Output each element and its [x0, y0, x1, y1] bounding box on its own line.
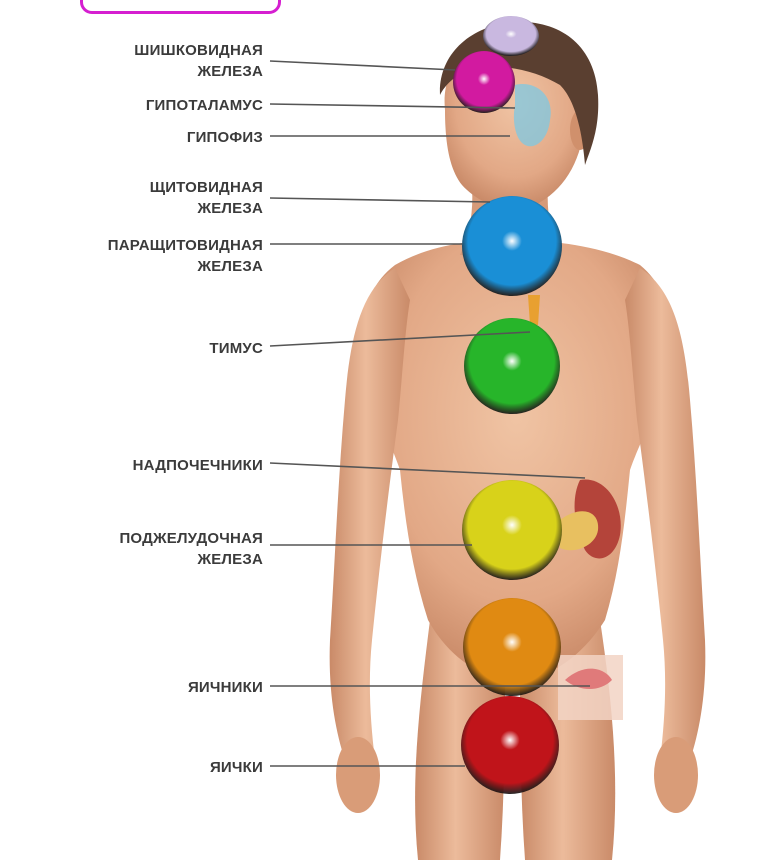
- label-line: ГИПОФИЗ: [187, 127, 263, 148]
- label-line: ЯИЧКИ: [210, 757, 263, 778]
- label-line: ПОДЖЕЛУДОЧНАЯ: [119, 528, 263, 549]
- label-line: ГИПОТАЛАМУС: [146, 95, 263, 116]
- crown-chakra-orb: [483, 16, 539, 56]
- label-line: НАДПОЧЕЧНИКИ: [133, 455, 263, 476]
- label-line: ТИМУС: [209, 338, 263, 359]
- throat-chakra-orb: [462, 196, 562, 296]
- label-hypothalamus: ГИПОТАЛАМУС: [146, 95, 263, 116]
- label-adrenals: НАДПОЧЕЧНИКИ: [133, 455, 263, 476]
- label-testes: ЯИЧКИ: [210, 757, 263, 778]
- left-hand: [336, 737, 380, 813]
- label-line: ЖЕЛЕЗА: [134, 61, 263, 82]
- label-line: ПАРАЩИТОВИДНАЯ: [108, 235, 263, 256]
- label-thymus: ТИМУС: [209, 338, 263, 359]
- label-line: ЩИТОВИДНАЯ: [150, 177, 263, 198]
- root-chakra-orb: [461, 696, 559, 794]
- thymus-organ: [528, 295, 540, 325]
- label-line: ЖЕЛЕЗА: [119, 549, 263, 570]
- label-pituitary: ГИПОФИЗ: [187, 127, 263, 148]
- label-line: ЯИЧНИКИ: [188, 677, 263, 698]
- right-hand: [654, 737, 698, 813]
- sacral-chakra-orb: [463, 598, 561, 696]
- label-line: ЖЕЛЕЗА: [108, 256, 263, 277]
- label-line: ЖЕЛЕЗА: [150, 198, 263, 219]
- pointer-line-pineal: [270, 61, 455, 70]
- solar-plexus-chakra-orb: [462, 480, 562, 580]
- label-line: ШИШКОВИДНАЯ: [134, 40, 263, 61]
- label-ovaries: ЯИЧНИКИ: [188, 677, 263, 698]
- right-arm: [625, 268, 705, 760]
- pointer-line-thyroid: [270, 198, 490, 202]
- third-eye-chakra-orb: [453, 51, 515, 113]
